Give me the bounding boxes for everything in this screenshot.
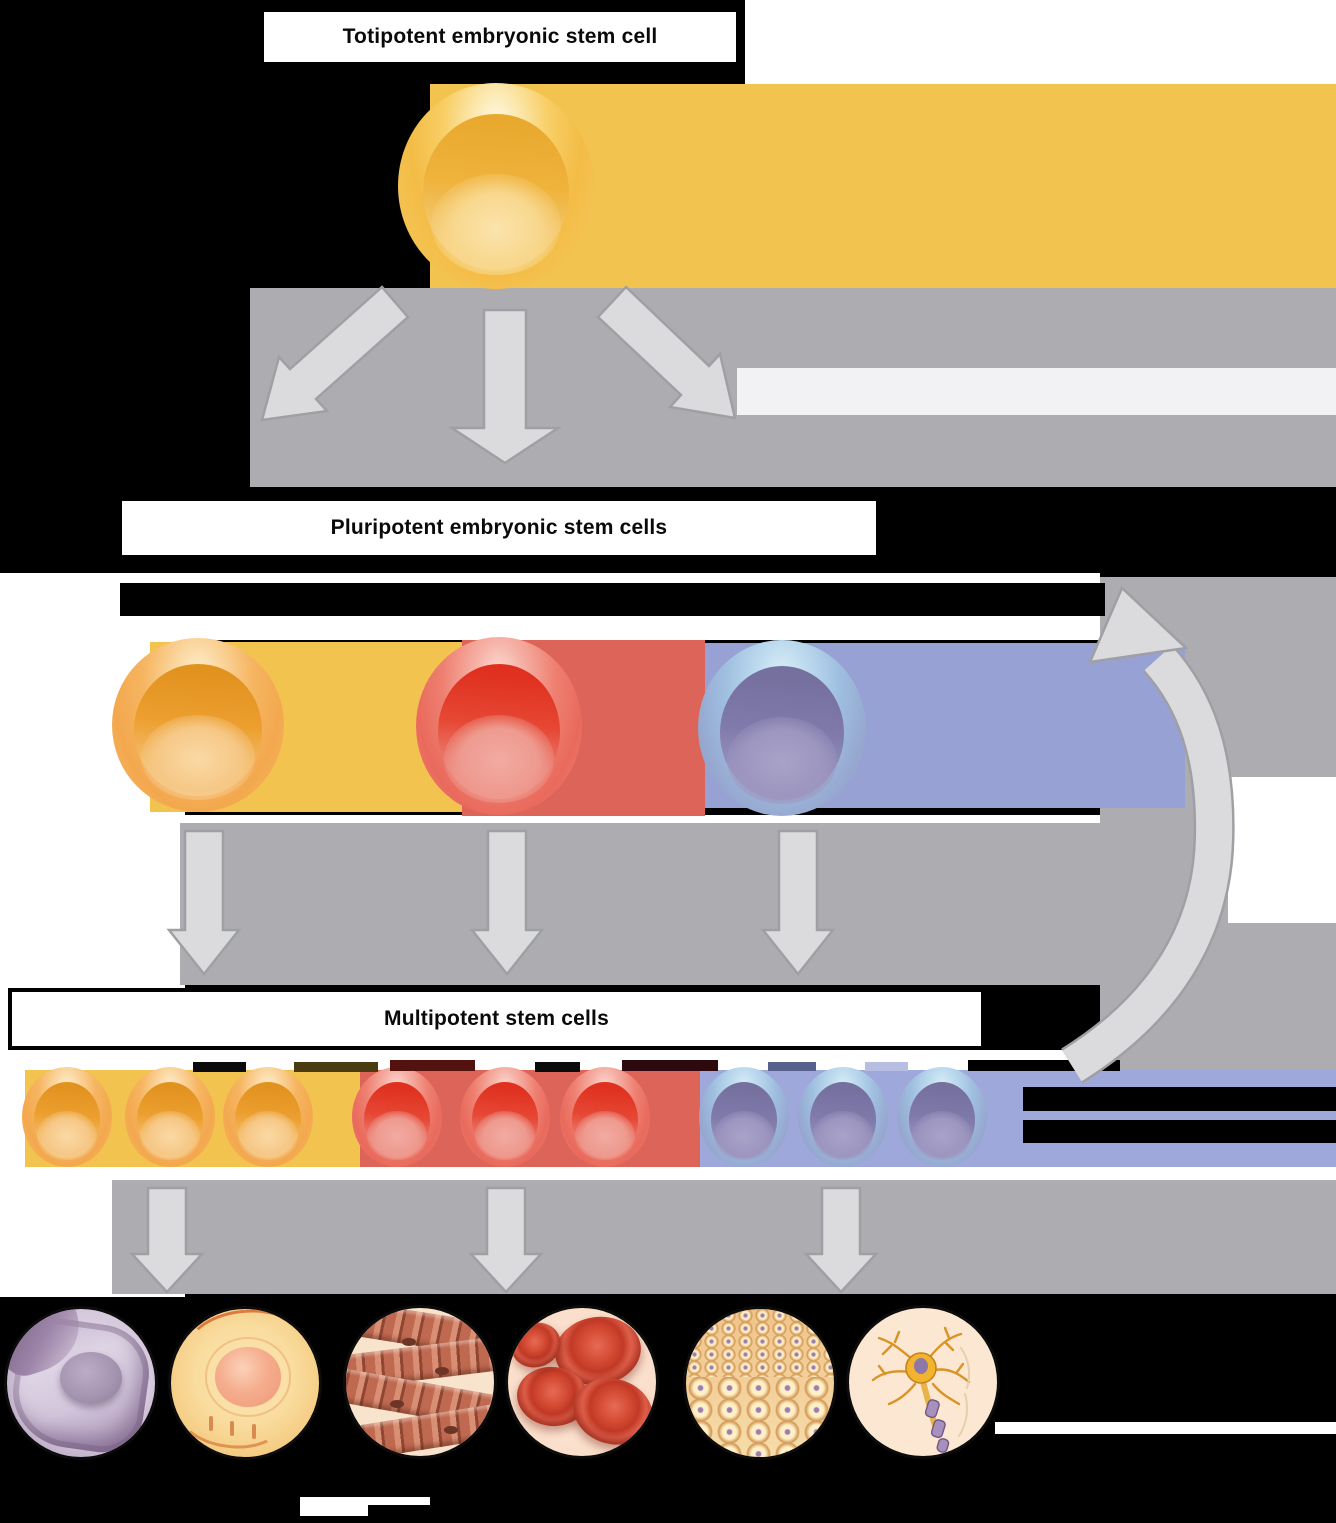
multipotent-blue-band [700, 1070, 1336, 1167]
pluripotent-label: Pluripotent embryonic stem cells [330, 516, 668, 539]
neuron-drawing [871, 1326, 971, 1453]
striated-muscle-fibers-image [346, 1308, 494, 1456]
red-blood-cells-image [508, 1308, 656, 1456]
multipotent-label: Multipotent stem cells [384, 1007, 609, 1030]
cell-inner-highlight [431, 173, 561, 275]
polygonal-connective-tissue-cell-image [7, 1309, 155, 1457]
text-smear-bar [768, 1062, 816, 1071]
nucleus [215, 1347, 281, 1407]
multipotent-cell-blue-3 [897, 1067, 987, 1167]
neuron-image [849, 1308, 997, 1456]
text-smear-bar [294, 1062, 378, 1072]
text-smear-bar [968, 1060, 1120, 1071]
pluripotent-cell-red [416, 637, 582, 815]
bg-light-stripe-row-top-arrows [737, 368, 1336, 415]
multipotent-cell-red-1 [352, 1067, 442, 1167]
bg-white-strip-bottom-right [995, 1422, 1336, 1434]
bg-white-patch-right-column [1228, 777, 1336, 923]
totipotent-stem-cell [398, 83, 594, 289]
text-smear-bar [865, 1062, 908, 1071]
text-smear-bar [120, 583, 1105, 616]
multipotent-cell-blue-1 [699, 1067, 789, 1167]
bg-white-strip-above-multipotent-arrows [150, 815, 1336, 823]
nucleus [60, 1351, 123, 1404]
text-smear-bar [193, 1062, 246, 1072]
text-smear-bar [368, 1505, 700, 1518]
bg-gray-row-bottom-arrows [112, 1180, 1336, 1294]
totipotent-label: Totipotent embryonic stem cell [342, 25, 658, 48]
multipotent-cell-yellow-1 [22, 1067, 112, 1167]
totipotent-label-box: Totipotent embryonic stem cell [260, 8, 740, 66]
multipotent-cell-red-2 [460, 1067, 550, 1167]
multipotent-cell-red-3 [560, 1067, 650, 1167]
multipotent-label-box: Multipotent stem cells [8, 988, 985, 1050]
multipotent-cell-blue-2 [798, 1067, 888, 1167]
text-smear-bar [535, 1062, 580, 1072]
text-smear-bar [1023, 1120, 1336, 1143]
pluripotent-cell-yellow [112, 638, 284, 812]
multipotent-cell-yellow-2 [125, 1067, 215, 1167]
multipotent-cell-yellow-3 [223, 1067, 313, 1167]
text-smear-bar [1023, 1087, 1336, 1111]
text-smear-bar [390, 1060, 475, 1071]
bg-white-top-right [745, 0, 1336, 87]
epithelial-tissue-image [686, 1309, 834, 1457]
stem-like-cell-image [171, 1309, 319, 1457]
bg-white-under-multipotent-box [0, 1050, 1110, 1072]
pluripotent-label-box: Pluripotent embryonic stem cells [118, 497, 880, 559]
bg-white-strip-under-small-cells [112, 1167, 1336, 1181]
text-smear-bar [622, 1060, 718, 1071]
pluripotent-cell-blue [698, 640, 866, 816]
